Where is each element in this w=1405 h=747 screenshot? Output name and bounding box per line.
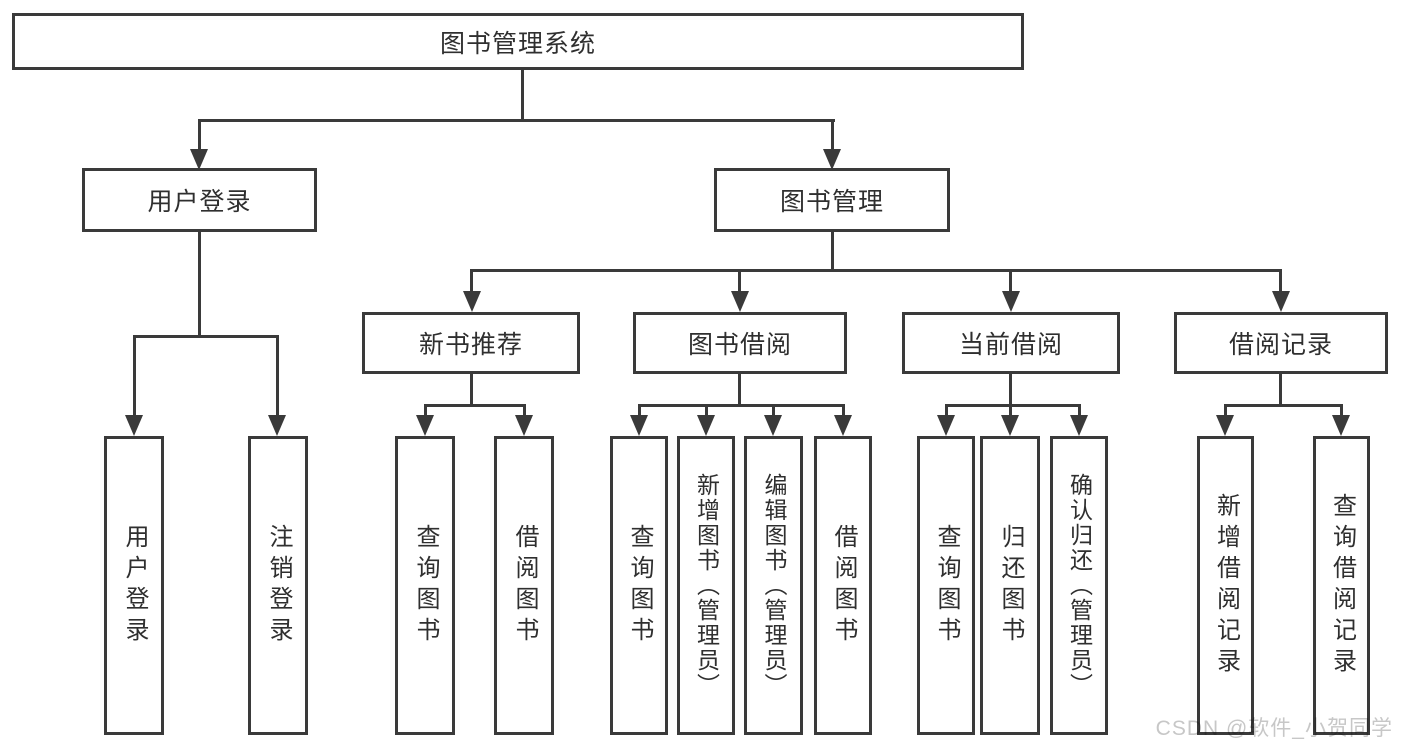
connector-line [831, 232, 834, 270]
connector-line [198, 120, 201, 151]
arrowhead [937, 415, 955, 436]
csdn-watermark: CSDN @软件_小贺同学 [1155, 717, 1393, 740]
arrowhead [1216, 415, 1234, 436]
arrowhead [515, 415, 533, 436]
connector-line [470, 269, 1282, 272]
leaf-return-book-label: 归还图书 [997, 523, 1024, 648]
leaf-query-book-2-label: 查询图书 [626, 523, 653, 648]
node-book-borrowing-label: 图书借阅 [687, 331, 792, 359]
arrowhead [1002, 291, 1020, 312]
arrowhead [834, 415, 852, 436]
leaf-borrow-book-2-label: 借阅图书 [830, 523, 857, 648]
leaf-return-book: 归还图书 [980, 436, 1040, 735]
arrowhead [1332, 415, 1350, 436]
leaf-borrow-book-2: 借阅图书 [814, 436, 872, 735]
leaf-edit-book-admin: 编辑图书（管理员） [744, 436, 803, 735]
connector-line [638, 405, 641, 417]
leaf-query-book-1: 查询图书 [395, 436, 455, 735]
connector-line [1340, 405, 1343, 417]
leaf-logout-label: 注销登录 [265, 523, 292, 648]
connector-line [738, 374, 741, 406]
connector-line [1279, 270, 1282, 294]
leaf-query-borrow-record-label: 查询借阅记录 [1328, 492, 1356, 679]
connector-line [424, 405, 427, 417]
leaf-edit-book-admin-label: 编辑图书（管理员） [761, 473, 787, 698]
node-book-management-label: 图书管理 [779, 188, 884, 216]
connector-line [198, 119, 835, 122]
node-book-management: 图书管理 [714, 168, 950, 232]
arrowhead [190, 149, 208, 170]
leaf-add-borrow-record-label: 新增借阅记录 [1212, 492, 1240, 679]
arrowhead [731, 291, 749, 312]
connector-line [772, 405, 775, 417]
leaf-user-login-label: 用户登录 [121, 523, 148, 648]
node-user-login-label: 用户登录 [147, 188, 252, 216]
leaf-query-book-3-label: 查询图书 [933, 523, 960, 648]
connector-line [424, 404, 526, 407]
leaf-query-book-2: 查询图书 [610, 436, 668, 735]
connector-line [945, 405, 948, 417]
connector-line [831, 120, 834, 151]
arrowhead [630, 415, 648, 436]
connector-line [521, 70, 524, 120]
leaf-borrow-book-1: 借阅图书 [494, 436, 554, 735]
arrowhead [1001, 415, 1019, 436]
leaf-borrow-book-1-label: 借阅图书 [511, 523, 538, 648]
connector-line [1078, 405, 1081, 417]
leaf-add-book-admin: 新增图书（管理员） [677, 436, 735, 735]
node-current-borrowing: 当前借阅 [902, 312, 1120, 374]
connector-line [1224, 405, 1227, 417]
node-new-book-recommend: 新书推荐 [362, 312, 580, 374]
connector-line [523, 405, 526, 417]
arrowhead [764, 415, 782, 436]
connector-line [198, 232, 201, 336]
connector-line [705, 405, 708, 417]
node-borrow-records: 借阅记录 [1174, 312, 1388, 374]
arrowhead [268, 415, 286, 436]
connector-line [945, 404, 1081, 407]
connector-line [1009, 405, 1012, 417]
connector-line [470, 270, 473, 294]
arrowhead [823, 149, 841, 170]
connector-line [842, 405, 845, 417]
connector-line [470, 374, 473, 406]
node-root-label: 图书管理系统 [439, 29, 596, 58]
arrowhead [416, 415, 434, 436]
connector-line [638, 404, 845, 407]
arrowhead [1070, 415, 1088, 436]
leaf-user-login: 用户登录 [104, 436, 164, 735]
connector-line [1224, 404, 1343, 407]
leaf-query-book-3: 查询图书 [917, 436, 975, 735]
connector-line [133, 336, 136, 417]
leaf-confirm-return-admin-label: 确认归还（管理员） [1066, 473, 1093, 698]
connector-line [133, 335, 279, 338]
arrowhead [1272, 291, 1290, 312]
connector-line [1009, 374, 1012, 406]
arrowhead [125, 415, 143, 436]
arrowhead [697, 415, 715, 436]
connector-line [1279, 374, 1282, 406]
connector-line [1009, 270, 1012, 294]
leaf-query-borrow-record: 查询借阅记录 [1313, 436, 1370, 735]
node-borrow-records-label: 借阅记录 [1228, 331, 1333, 359]
leaf-add-borrow-record: 新增借阅记录 [1197, 436, 1254, 735]
connector-line [276, 336, 279, 417]
leaf-query-book-1-label: 查询图书 [412, 523, 439, 648]
node-user-login: 用户登录 [82, 168, 317, 232]
node-new-book-recommend-label: 新书推荐 [418, 331, 523, 359]
leaf-confirm-return-admin: 确认归还（管理员） [1050, 436, 1108, 735]
leaf-logout: 注销登录 [248, 436, 308, 735]
node-current-borrowing-label: 当前借阅 [958, 331, 1063, 359]
node-book-borrowing: 图书借阅 [633, 312, 847, 374]
connector-line [738, 270, 741, 294]
node-root: 图书管理系统 [12, 13, 1024, 70]
leaf-add-book-admin-label: 新增图书（管理员） [693, 473, 720, 698]
arrowhead [463, 291, 481, 312]
